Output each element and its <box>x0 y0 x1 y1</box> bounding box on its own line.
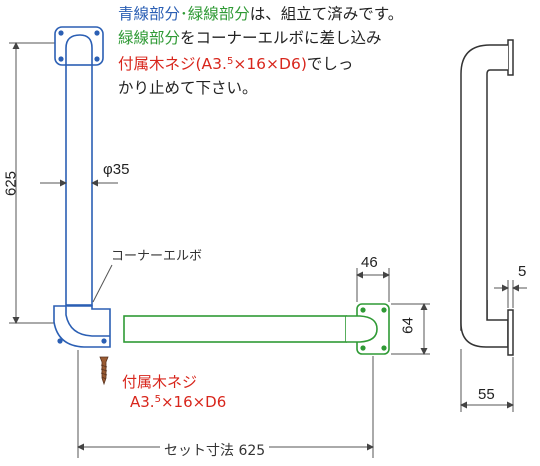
note-line-1: 青線部分･緑線部分は、組立て済みです。 <box>118 3 403 27</box>
screw-spec-superscript: 5 <box>154 394 161 405</box>
note-separator: ･ <box>180 5 188 23</box>
set-dimension-label: セット寸法 625 <box>160 440 270 460</box>
height-dimension <box>9 42 58 324</box>
diameter-label: φ35 <box>103 161 130 178</box>
wall-gap-label: 5 <box>518 263 527 280</box>
wood-screw-icon <box>99 356 109 386</box>
screw-spec-sup: 5 <box>226 56 234 67</box>
wall-gap-dimension <box>494 280 527 308</box>
blue-part-text: 青線部分 <box>118 5 181 23</box>
bracket-height-dimension <box>391 303 430 355</box>
green-part-text-2: 緑線部分 <box>118 28 181 47</box>
bracket-width-dimension <box>356 268 390 302</box>
note-line-3: 付属木ネジ(A3.5×16×D6)でしっ <box>118 50 403 77</box>
instruction-note: 青線部分･緑線部分は、組立て済みです。 緑線部分をコーナーエルボに差し込み 付属… <box>118 3 403 100</box>
screw-spec-a: A3. <box>130 393 155 411</box>
green-horizontal-bar <box>123 303 390 355</box>
corner-elbow-leader <box>92 264 113 303</box>
bracket-height-label: 64 <box>399 317 417 334</box>
bracket-screw-holes <box>57 30 107 344</box>
height-label: 625 <box>2 170 20 197</box>
note-line-2-rest: をコーナーエルボに差し込み <box>180 28 382 47</box>
screw-spec-b: ×16×D6 <box>160 393 227 411</box>
note-line-3-rest: でしっ <box>306 55 354 73</box>
screw-title-label: 付属木ネジ <box>122 373 198 391</box>
corner-elbow-label: コーナーエルボ <box>111 249 203 264</box>
projection-dimension <box>460 349 514 412</box>
bracket-width-label: 46 <box>361 254 378 271</box>
green-bracket-holes <box>360 307 387 351</box>
blue-vertical-bar <box>53 26 111 348</box>
screw-spec-text-a: 付属木ネジ(A3. <box>118 55 227 73</box>
screw-spec-text-b: ×16×D6) <box>233 55 307 73</box>
screw-spec-label: A3.5×16×D6 <box>130 393 226 411</box>
green-part-text: 緑線部分 <box>187 5 250 23</box>
projection-label: 55 <box>478 386 495 403</box>
note-line-1-rest: は、組立て済みです。 <box>249 5 404 23</box>
note-line-4: かり止めて下さい。 <box>118 78 258 97</box>
note-line-2: 緑線部分をコーナーエルボに差し込み <box>118 27 403 51</box>
side-view <box>460 39 514 356</box>
